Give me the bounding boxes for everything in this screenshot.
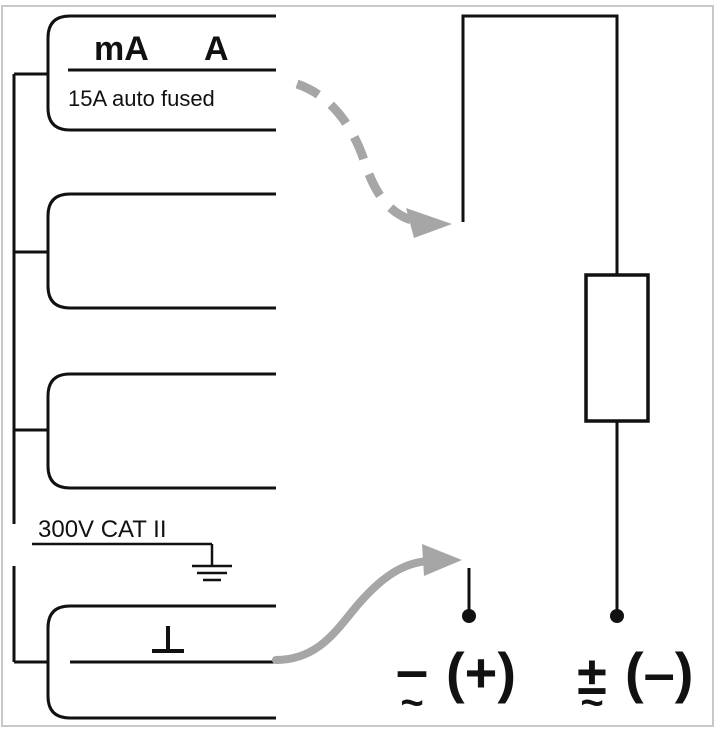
polarity-right-text: (–) — [625, 641, 693, 704]
label-category: 300V CAT II — [38, 516, 167, 543]
circuit — [461, 14, 650, 612]
circuit-top-wire — [461, 14, 619, 275]
solid-arrow-head — [422, 544, 462, 576]
label-ma: mA — [94, 30, 149, 68]
meter-terminals — [12, 14, 276, 720]
dashed-arrow-line — [295, 79, 420, 227]
ground-icon — [192, 564, 232, 582]
dashed-arrow-head — [406, 208, 452, 238]
polarity-right-ac: ~ — [580, 681, 603, 725]
terminal-dot-left — [462, 609, 476, 623]
polarity-left-ac: ~ — [400, 681, 423, 725]
common-terminal-icon — [152, 626, 184, 653]
polarity-left-text: (+) — [446, 641, 516, 704]
solid-arrow-line — [272, 557, 432, 664]
polarity-left-symbol: – — [396, 638, 428, 703]
frame-border — [1, 5, 714, 727]
label-fuse-note: 15A auto fused — [68, 86, 215, 111]
label-a: A — [204, 30, 229, 68]
terminal-dot-right — [610, 609, 624, 623]
connection-arrows — [272, 79, 462, 664]
polarity-right-symbol: ± — [577, 646, 607, 706]
